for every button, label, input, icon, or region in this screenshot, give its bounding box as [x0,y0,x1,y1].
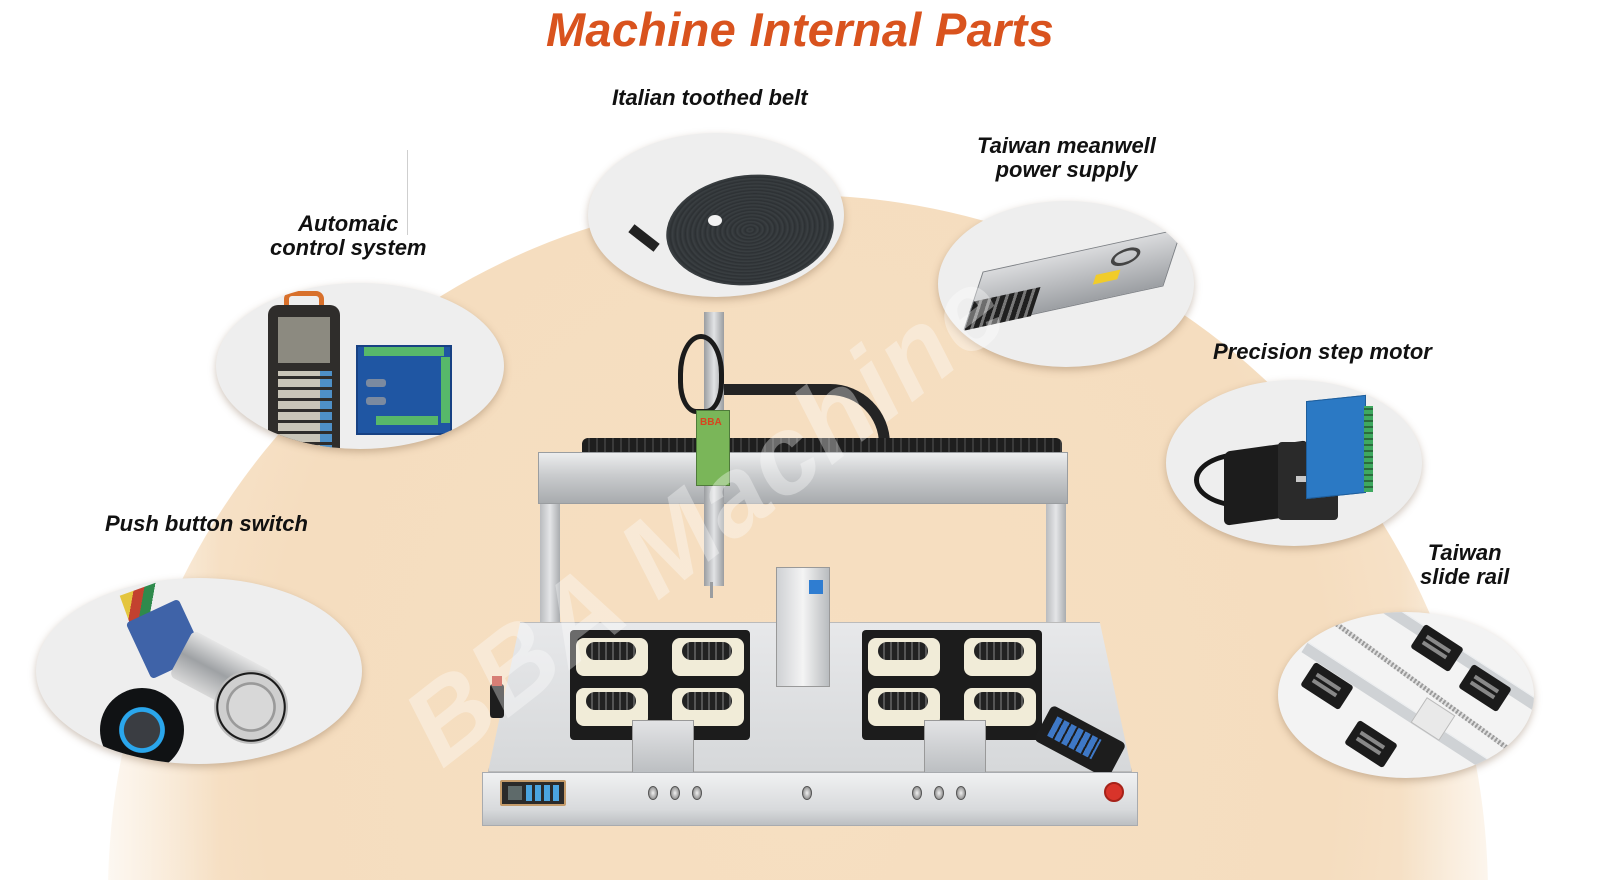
cable-loop [678,334,724,414]
terminal-strip [441,357,450,423]
bubble-control-system [216,283,504,449]
bubble-push-button [36,578,362,764]
air-regulator [490,676,504,718]
feeder-display [809,580,823,594]
motor-driver-image [1306,394,1366,500]
workpiece [672,638,744,676]
head-logo: BBA [700,417,722,428]
screw-bit [710,582,713,598]
label-power-supply: Taiwan meanwell power supply [977,133,1156,182]
screwdriver-head: BBA [696,410,730,486]
belt-tail [628,224,660,252]
rail-block [1458,663,1512,713]
bubble-slide-rail [1278,612,1534,778]
workpiece [672,688,744,726]
machine-image: BBA [470,312,1150,832]
workpiece [868,638,940,676]
label-slide-rail: Taiwan slide rail [1420,540,1510,589]
pendant-handle [284,291,324,313]
push-button-image [214,670,288,744]
belt-hole [708,215,722,226]
slide-base-right [924,720,986,780]
table-front-panel [482,772,1138,826]
workpiece [868,688,940,726]
label-toothed-belt: Italian toothed belt [612,85,808,110]
workpiece [964,688,1036,726]
workpiece [964,638,1036,676]
warning-sticker [1092,269,1121,285]
label-push-button: Push button switch [105,511,308,536]
emergency-stop-icon [1104,782,1124,802]
db9-port [366,397,386,405]
gantry-beam [538,452,1068,504]
knob-icon [934,786,944,800]
workpiece [576,688,648,726]
drag-chain-loop [720,384,890,454]
driver-terminals [1364,406,1373,492]
page-title: Machine Internal Parts [545,3,1055,56]
pendant-screen [278,317,330,363]
gantry-post-right [1046,482,1066,632]
led-button-icon [100,688,184,764]
control-panel [500,780,566,806]
workpiece [576,638,648,676]
bubble-power-supply [938,201,1194,367]
drag-chain [582,438,1062,452]
label-control-system: Automaic control system [270,211,427,260]
knob-icon [802,786,812,800]
knob-icon [956,786,966,800]
fan-icon [1108,244,1143,269]
rail-block [1344,719,1398,769]
gantry-post-left [540,482,560,632]
screw-feeder [776,567,830,687]
knob-icon [648,786,658,800]
db9-port [366,379,386,387]
knob-icon [670,786,680,800]
handheld-pendant-image [268,305,340,449]
knob-icon [912,786,922,800]
terminal-strip [364,347,444,356]
bubble-step-motor [1166,380,1422,546]
slide-base-left [632,720,694,780]
terminal-strip [376,416,438,425]
bubble-toothed-belt [588,133,844,297]
label-step-motor: Precision step motor [1213,339,1432,364]
knob-icon [692,786,702,800]
control-board-image [356,345,452,435]
divider-line [407,150,408,235]
pendant-keypad [278,371,332,449]
